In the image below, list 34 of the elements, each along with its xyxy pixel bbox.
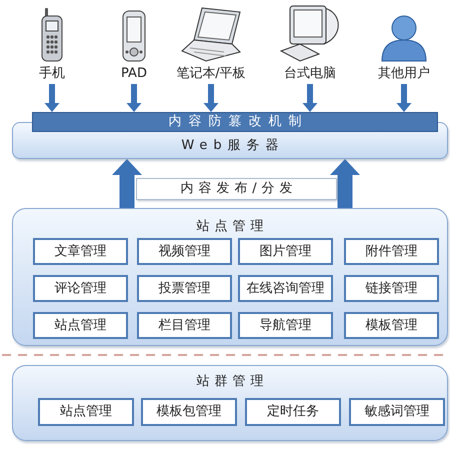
arrow (330, 159, 360, 208)
arrow (44, 84, 60, 112)
module-box: 附件管理 (344, 238, 439, 265)
module-box: 视频管理 (137, 238, 232, 265)
module-box: 图片管理 (238, 238, 333, 265)
arrow (204, 84, 218, 112)
arrow (302, 84, 318, 112)
banner-bar: 内容防篡改机制 (32, 112, 438, 132)
device-label: 其他用户 (378, 66, 430, 82)
module-box: 评论管理 (33, 275, 128, 302)
module-box: 站点管理 (33, 312, 128, 339)
module-box: 在线咨询管理 (238, 275, 333, 302)
device-label: 笔记本/平板 (176, 66, 246, 82)
group-panel (12, 208, 448, 346)
arrow (112, 159, 142, 208)
arrow (396, 84, 412, 112)
module-box: 模板包管理 (141, 398, 237, 426)
device-label: PAD (121, 66, 147, 82)
group-panel (12, 365, 448, 441)
module-box: 敏感词管理 (349, 398, 445, 426)
module-box: 定时任务 (245, 398, 341, 426)
module-box: 投票管理 (137, 275, 232, 302)
panel-title: 站点管理 (196, 219, 268, 235)
label-box: 内容发布/分发 (136, 178, 337, 200)
panel-title: 站群管理 (196, 374, 268, 390)
module-box: 导航管理 (238, 312, 333, 339)
module-box: 文章管理 (33, 238, 128, 265)
module-box: 栏目管理 (137, 312, 232, 339)
device-label: 台式电脑 (284, 66, 336, 82)
arrow (126, 84, 142, 112)
module-box: 站点管理 (38, 398, 134, 426)
device-label: 手机 (39, 66, 65, 82)
module-box: 链接管理 (344, 275, 439, 302)
module-box: 模板管理 (344, 312, 439, 339)
